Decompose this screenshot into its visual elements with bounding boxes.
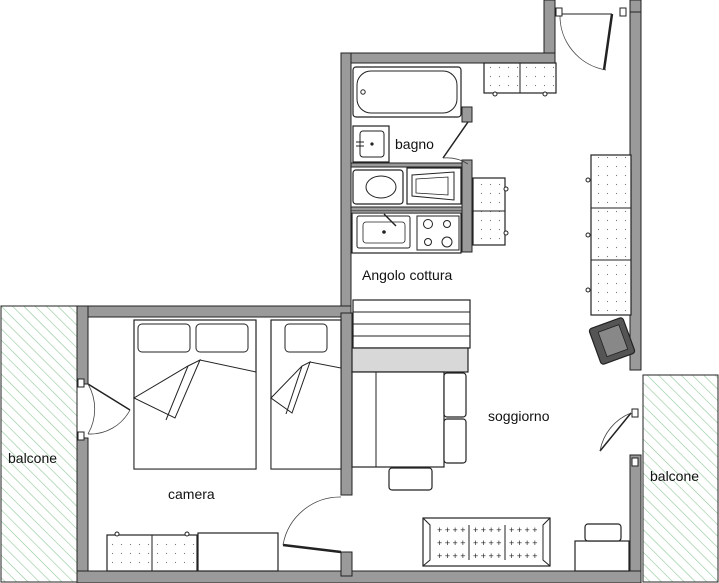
room-label-balcone-left: balcone: [8, 450, 58, 466]
svg-text:+ + + +: + + + +: [473, 551, 502, 561]
svg-text:+ + + +: + + + +: [437, 538, 466, 548]
svg-text:+ + + +: + + + +: [437, 551, 466, 561]
bidet: [406, 167, 462, 205]
toilet: [352, 169, 404, 205]
bathtub: [352, 66, 462, 118]
balcony-door-left[interactable]: [77, 378, 131, 441]
svg-text:+ + + +: + + + +: [509, 525, 538, 535]
room-label-angolo-cottura: Angolo cottura: [362, 267, 453, 283]
svg-text:+ + + +: + + + +: [473, 538, 502, 548]
entry-door[interactable]: [555, 7, 627, 71]
svg-text:+ + + +: + + + +: [473, 525, 502, 535]
kitchen-sink: [356, 213, 411, 249]
wall-cabinet-top: [483, 62, 557, 97]
balcony-left: [0, 305, 78, 583]
room-label-balcone-right: balcone: [650, 468, 700, 484]
wardrobe-right: [585, 154, 632, 316]
room-label-camera: camera: [168, 486, 215, 502]
room-label-bagno: bagno: [395, 136, 434, 152]
svg-text:+ + + +: + + + +: [437, 525, 466, 535]
double-bed: [132, 319, 257, 470]
camera-door[interactable]: [282, 496, 342, 554]
balcony-door-right[interactable]: [599, 408, 639, 467]
dresser: [106, 531, 279, 572]
svg-text:+ + + +: + + + +: [509, 551, 538, 561]
single-bed: [270, 319, 342, 470]
svg-text:+ + + +: + + + +: [509, 538, 538, 548]
sofa: [351, 371, 467, 491]
walls: [76, 0, 642, 583]
bathroom-sink: [352, 125, 390, 163]
room-label-soggiorno: soggiorno: [488, 408, 550, 424]
bookshelf-bed: [351, 299, 471, 373]
bathroom-door[interactable]: [442, 121, 469, 165]
desk-chair: [574, 523, 630, 572]
shelf-unit: [472, 177, 509, 246]
radiator: + + + + + + + + + + + + + + + + + + + + …: [422, 517, 551, 567]
balcony-right: [642, 374, 719, 583]
stove: [416, 215, 460, 251]
armchair: [588, 317, 636, 365]
